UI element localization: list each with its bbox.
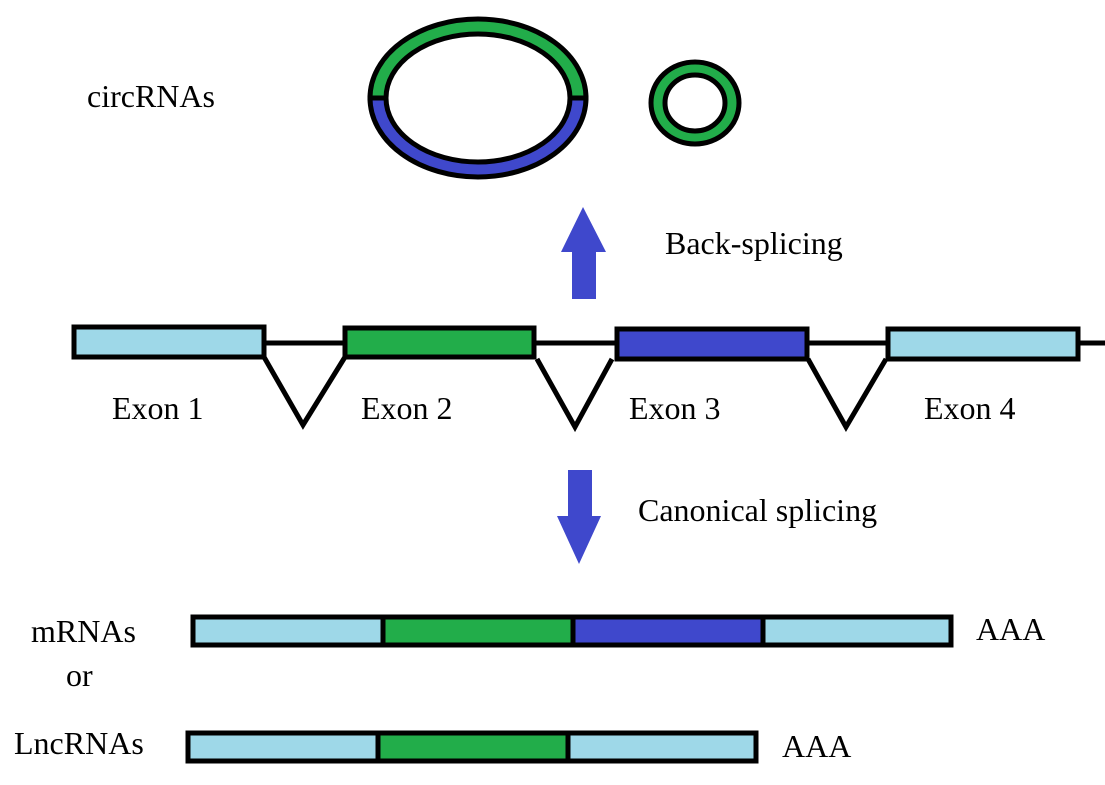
mrna-poly-a-tail: AAA <box>976 611 1046 647</box>
circrna-large-top-arc <box>367 16 589 101</box>
splice-junction-2 <box>534 357 615 433</box>
circrna-small-hole <box>662 72 728 134</box>
lncrna-segment-exon4 <box>565 730 759 764</box>
mrna-segment-exon3 <box>570 614 766 648</box>
pre-mrna <box>71 324 1105 433</box>
splice-junction-1 <box>261 355 348 430</box>
or-label: or <box>66 657 93 693</box>
exon-1-label: Exon 1 <box>112 390 204 426</box>
exon-3-label: Exon 3 <box>629 390 721 426</box>
mrna-transcript <box>190 614 954 648</box>
mrna-segment-exon1 <box>190 614 386 648</box>
mrna-segment-exon4 <box>760 614 954 648</box>
exon-1-box <box>71 324 267 360</box>
exon-4-box <box>885 326 1081 362</box>
circrna-large <box>367 16 589 180</box>
circrnas-label: circRNAs <box>87 78 215 114</box>
lncrnas-label: LncRNAs <box>14 725 144 761</box>
lncrna-transcript <box>185 730 759 764</box>
exon-3-box <box>614 326 810 362</box>
mrnas-label: mRNAs <box>31 613 136 649</box>
back-splicing-arrow-icon <box>561 207 606 299</box>
splice-junction-3 <box>805 357 889 433</box>
circrna-small <box>648 59 742 147</box>
exon-2-label: Exon 2 <box>361 390 453 426</box>
back-splicing-label: Back-splicing <box>665 225 843 261</box>
lncrna-segment-exon1 <box>185 730 381 764</box>
mrna-segment-exon2 <box>380 614 576 648</box>
exon-4-label: Exon 4 <box>924 390 1016 426</box>
canonical-splicing-label: Canonical splicing <box>638 492 878 528</box>
exon-2-box <box>342 325 537 360</box>
canonical-splicing-arrow-icon <box>557 470 601 564</box>
circrna-large-bottom-arc <box>367 95 589 180</box>
lncrna-poly-a-tail: AAA <box>782 728 852 764</box>
lncrna-segment-exon2 <box>375 730 571 764</box>
